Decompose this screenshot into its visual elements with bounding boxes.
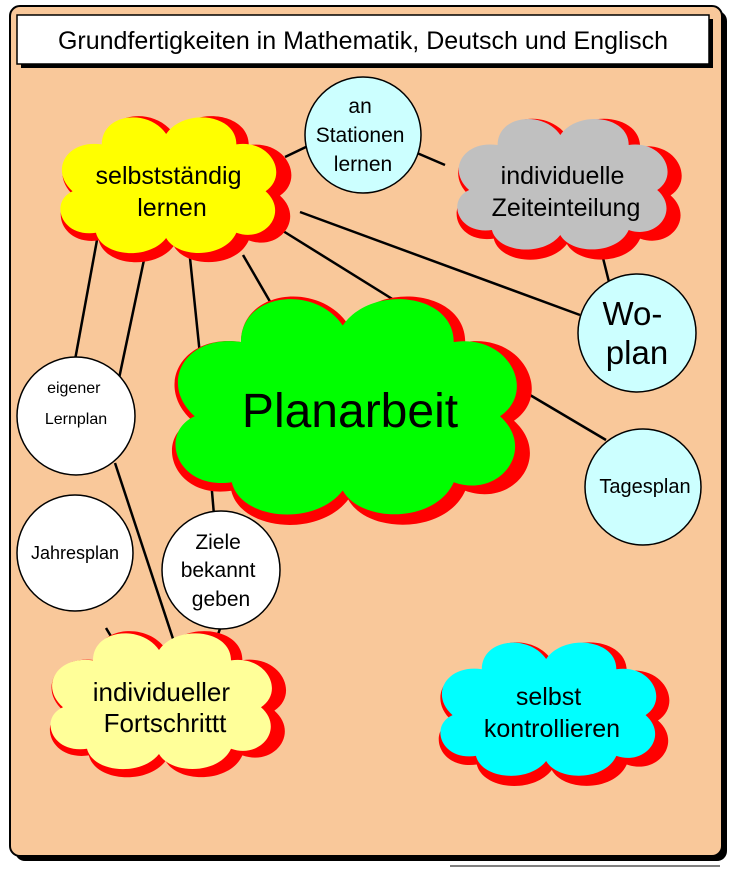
circle-stationen-label: an Stationen lernen: [316, 95, 411, 176]
circle-wo-plan: Wo- plan: [577, 273, 697, 393]
link-selbststaendig-woplan: [299, 210, 581, 317]
link-selbststaendig-planarbeit-c: [188, 257, 202, 356]
link-lernplan-fortschritt: [113, 462, 182, 661]
link-selbststaendig-stationen: [284, 144, 309, 159]
cloud-fortschritt-label: individueller Fortschrittt: [93, 677, 238, 738]
circle-eigener-lernplan: eigener Lernplan: [16, 356, 136, 476]
circle-tagesplan: Tagesplan: [584, 428, 702, 546]
connector-lines: [73, 144, 611, 661]
cloud-planarbeit: Planarbeit: [171, 296, 532, 525]
link-zeiteinteilung-woplan: [601, 257, 611, 283]
cloud-individuelle-zeiteinteilung: individuelle Zeiteinteilung: [456, 118, 682, 260]
circle-jahresplan-label: Jahresplan: [31, 543, 119, 563]
circle-ziele-bekannt-geben: Ziele bekannt geben: [161, 510, 281, 630]
link-selbststaendig-lernplan-a: [73, 239, 99, 361]
cloud-zeiteinteilung-label: individuelle Zeiteinteilung: [492, 162, 641, 222]
title-box: [16, 14, 710, 65]
title: Grundfertigkeiten in Mathematik, Deutsch…: [58, 27, 668, 55]
link-stationen-zeiteinteilung: [416, 151, 446, 167]
link-planarbeit-tagesplan: [529, 393, 607, 442]
circle-jahresplan: Jahresplan: [16, 494, 134, 612]
cloud-planarbeit-label: Planarbeit: [242, 385, 458, 438]
cloud-individueller-fortschritt: individueller Fortschrittt: [49, 631, 287, 778]
cloud-kontrollieren-label: selbst kontrollieren: [484, 683, 620, 743]
cloud-selbst-kontrollieren: selbst kontrollieren: [438, 642, 670, 786]
circle-ziele-label: Ziele bekannt geben: [181, 531, 262, 611]
circle-tagesplan-label: Tagesplan: [599, 476, 690, 498]
circle-lernplan-label: eigener Lernplan: [45, 380, 107, 428]
cloud-selbststaendig-label: selbstständig lernen: [96, 162, 249, 222]
link-selbststaendig-planarbeit-a: [241, 254, 274, 306]
cloud-selbststaendig-lernen: selbstständig lernen: [60, 116, 292, 263]
circle-an-stationen-lernen: an Stationen lernen: [304, 76, 422, 194]
circle-woplan-label: Wo- plan: [602, 295, 671, 371]
link-selbststaendig-planarbeit-b: [274, 224, 411, 312]
